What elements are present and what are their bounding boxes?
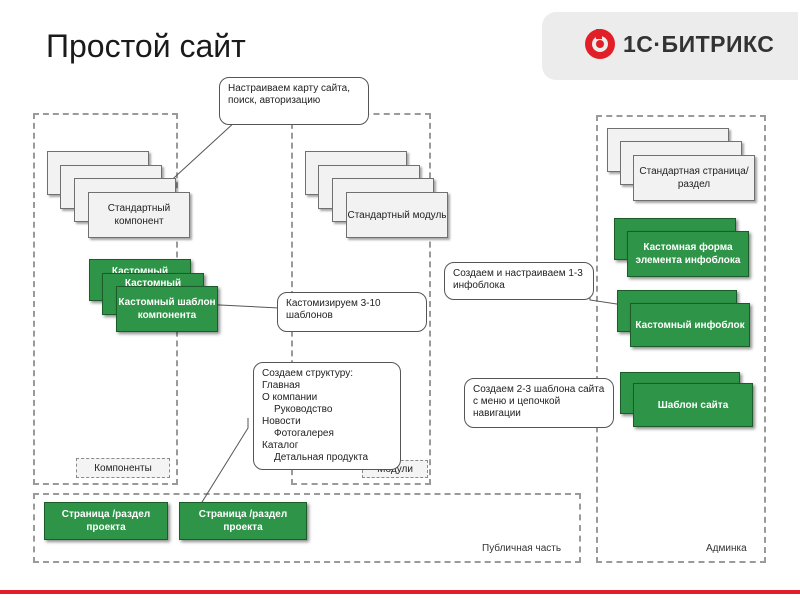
structure-item-home: Главная bbox=[262, 380, 301, 391]
callout-iblocks: Создаем и настраиваем 1-3 инфоблока bbox=[444, 262, 594, 300]
structure-item-news: Новости bbox=[262, 416, 301, 427]
standard-page-card[interactable]: Стандартная страница/раздел bbox=[633, 155, 755, 201]
custom-template-card[interactable]: Кастомный шаблон компонента bbox=[116, 286, 218, 332]
callout-iblocks-text: Создаем и настраиваем 1-3 инфоблока bbox=[453, 268, 583, 291]
callout-map-search-text: Настраиваем карту сайта, поиск, авториза… bbox=[228, 83, 350, 106]
site-template-card[interactable]: Шаблон сайта bbox=[633, 383, 753, 427]
standard-module-card[interactable]: Стандартный модуль bbox=[346, 192, 448, 238]
logo-panel bbox=[542, 12, 798, 80]
custom-iblock-card[interactable]: Кастомный инфоблок bbox=[630, 303, 750, 347]
bitrix-logo-icon bbox=[585, 29, 615, 59]
callout-map-search: Настраиваем карту сайта, поиск, авториза… bbox=[219, 77, 369, 125]
structure-item-catalog: Каталог bbox=[262, 440, 299, 451]
logo-text: 1С·БИТРИКС bbox=[623, 31, 775, 57]
structure-item-gallery: Фотогалерея bbox=[274, 428, 334, 439]
admin-area bbox=[596, 115, 766, 563]
callout-templates: Создаем 2-3 шаблона сайта с меню и цепоч… bbox=[464, 378, 614, 428]
callout-templates-text: Создаем 2-3 шаблона сайта с меню и цепоч… bbox=[473, 384, 605, 419]
footer-red-line bbox=[0, 590, 800, 594]
admin-label: Админка bbox=[706, 543, 747, 554]
public-area bbox=[33, 493, 581, 563]
structure-item-product: Детальная продукта bbox=[274, 452, 369, 463]
project-page-card[interactable]: Страница /раздел проекта bbox=[179, 502, 307, 540]
callout-structure: Создаем структуру: Главная О компании Ру… bbox=[253, 362, 401, 470]
callout-customize: Кастомизируем 3-10 шаблонов bbox=[277, 292, 427, 332]
callout-customize-text: Кастомизируем 3-10 шаблонов bbox=[286, 298, 381, 321]
custom-form-card[interactable]: Кастомная форма элемента инфоблока bbox=[627, 231, 749, 277]
components-tag: Компоненты bbox=[76, 458, 170, 478]
public-label: Публичная часть bbox=[482, 543, 562, 554]
standard-component-card[interactable]: Стандартный компонент bbox=[88, 192, 190, 238]
structure-title: Создаем структуру: bbox=[262, 368, 353, 379]
project-page-card[interactable]: Страница /раздел проекта bbox=[44, 502, 168, 540]
page-title: Простой сайт bbox=[46, 28, 246, 64]
structure-item-management: Руководство bbox=[274, 404, 333, 415]
structure-item-about: О компании bbox=[262, 392, 318, 403]
